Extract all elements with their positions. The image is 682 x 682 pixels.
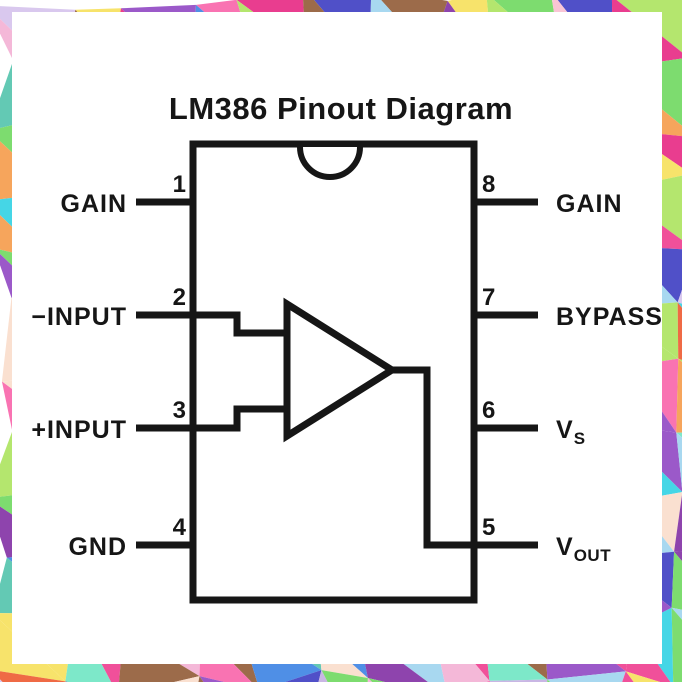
- mosaic-tile: [547, 679, 551, 682]
- mosaic-tile: [671, 551, 682, 610]
- mosaic-tile: [622, 671, 634, 682]
- mosaic-tile: [367, 678, 372, 682]
- mosaic-tile: [625, 671, 661, 682]
- pin-3-label: +INPUT: [31, 416, 127, 444]
- pin-5-number: 5: [482, 514, 495, 541]
- mosaic-tile: [318, 670, 328, 682]
- mosaic-tile: [489, 679, 548, 682]
- ic-orientation-notch: [297, 146, 363, 180]
- pin-1-number: 1: [173, 171, 186, 198]
- mosaic-tile: [676, 432, 682, 438]
- pin-3-number: 3: [173, 397, 186, 424]
- pin-8-label: GAIN: [556, 190, 623, 218]
- mosaic-tile: [677, 289, 682, 304]
- mosaic-tile: [199, 676, 225, 682]
- pin-8-number: 8: [482, 171, 495, 198]
- opamp-output-wire: [389, 366, 474, 549]
- mosaic-tile: [174, 676, 200, 682]
- pin-5-label-main: V: [556, 533, 574, 561]
- mosaic-tile: [676, 358, 682, 433]
- pin-4-number: 4: [173, 514, 187, 541]
- pin-6-number: 6: [482, 397, 495, 424]
- opamp-triangle: [283, 297, 399, 443]
- mosaic-tile: [367, 678, 385, 682]
- pin-5-label-subscript: OUT: [574, 546, 612, 565]
- mosaic-tile: [0, 679, 3, 682]
- mosaic-tile: [0, 671, 66, 682]
- opamp-inverting-input-wire: [196, 311, 290, 337]
- mosaic-tile: [676, 432, 682, 489]
- mosaic-tile: [198, 676, 204, 682]
- mosaic-tile: [677, 302, 682, 361]
- diagram-title: LM386 Pinout Diagram: [169, 91, 513, 126]
- pin-1-label: GAIN: [61, 190, 128, 218]
- pin-6-label-subscript: S: [574, 429, 586, 448]
- mosaic-tile: [321, 670, 368, 682]
- ic-body: [189, 140, 478, 604]
- pin-6-label: VS: [556, 416, 586, 448]
- mosaic-tile: [671, 607, 682, 620]
- pin-5-label: VOUT: [556, 533, 611, 565]
- pin-6-label-main: V: [556, 416, 574, 444]
- pin-2-number: 2: [173, 284, 186, 311]
- pin-7-number: 7: [482, 284, 495, 311]
- mosaic-tile: [674, 494, 682, 552]
- mosaic-tile: [285, 670, 322, 682]
- pin-7-label: BYPASS: [556, 303, 663, 331]
- pin-2-label: −INPUT: [31, 303, 127, 331]
- mosaic-tile: [671, 607, 682, 682]
- mosaic-tile: [547, 671, 626, 682]
- mosaic-tile: [674, 551, 682, 562]
- opamp-noninverting-input-wire: [196, 405, 290, 432]
- pin-4-label: GND: [68, 533, 127, 561]
